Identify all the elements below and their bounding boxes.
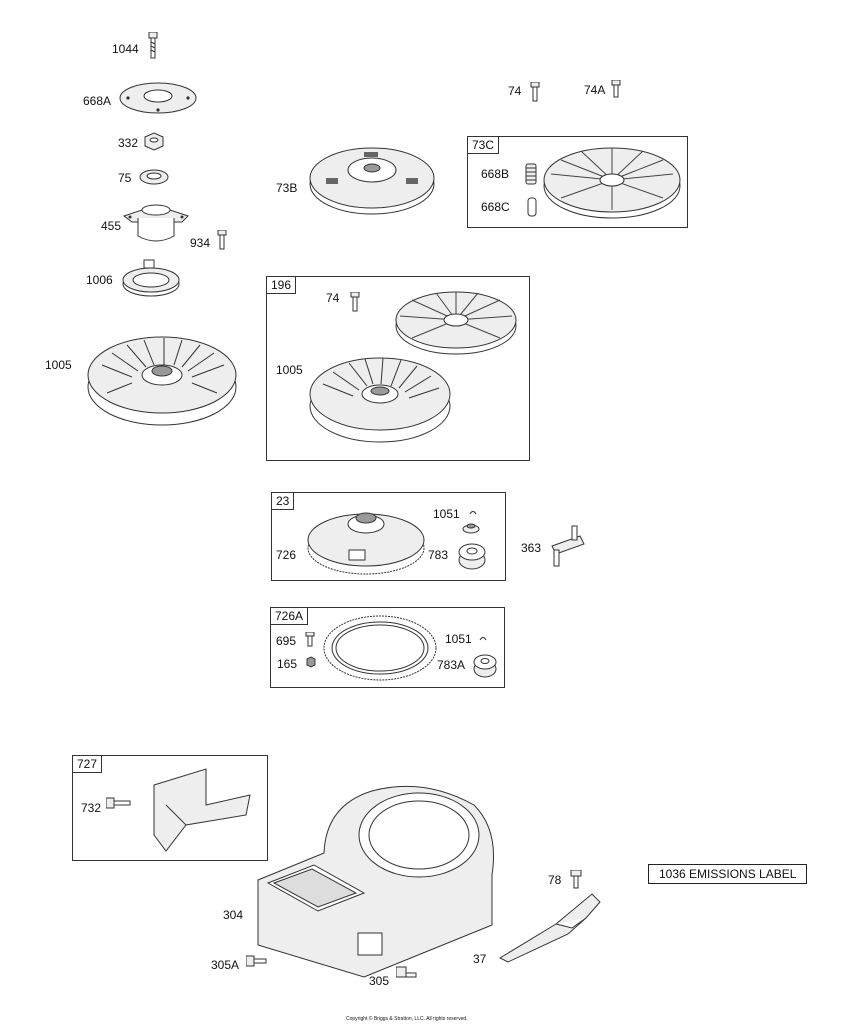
- bolt-1044-part[interactable]: [146, 32, 160, 60]
- label-1005-left[interactable]: 1005: [45, 358, 72, 372]
- screw-934-part[interactable]: [216, 230, 228, 250]
- box-23: 23: [271, 492, 506, 581]
- box-73C: 73C: [467, 136, 688, 228]
- ring-gear-726A-part[interactable]: [320, 612, 440, 684]
- box-727-tag: 727: [73, 756, 103, 773]
- screw-695-part[interactable]: [305, 632, 315, 648]
- gear-783-part[interactable]: [456, 540, 488, 572]
- screw-78-part[interactable]: [570, 870, 582, 890]
- screen-73B-part[interactable]: [306, 138, 438, 218]
- label-37[interactable]: 37: [473, 952, 487, 966]
- label-1006[interactable]: 1006: [86, 273, 113, 287]
- label-75[interactable]: 75: [118, 171, 132, 185]
- label-73B[interactable]: 73B: [276, 181, 298, 195]
- label-783A[interactable]: 783A: [437, 658, 466, 672]
- screw-74-box196-part[interactable]: [349, 292, 361, 312]
- bracket-363-part[interactable]: [548, 524, 588, 568]
- label-455[interactable]: 455: [101, 219, 122, 233]
- pin-668C-part[interactable]: [526, 196, 538, 218]
- key-1051b-part[interactable]: [478, 634, 488, 644]
- screen-73C-part[interactable]: [541, 142, 683, 222]
- flywheel-fan-1005-part[interactable]: [82, 325, 242, 435]
- label-74-top[interactable]: 74: [508, 84, 522, 98]
- label-332[interactable]: 332: [118, 136, 139, 150]
- label-74-box196[interactable]: 74: [326, 291, 340, 305]
- label-668B[interactable]: 668B: [481, 167, 510, 181]
- spring-668B-part[interactable]: [524, 162, 538, 186]
- bolt-305-part[interactable]: [396, 965, 418, 985]
- label-1005-box196[interactable]: 1005: [276, 363, 303, 377]
- label-1044[interactable]: 1044: [112, 42, 139, 56]
- nut-332-part[interactable]: [142, 132, 166, 152]
- label-304[interactable]: 304: [223, 908, 244, 922]
- bolt-732-part[interactable]: [106, 795, 132, 811]
- screw-74-part[interactable]: [529, 82, 541, 102]
- washer-75-part[interactable]: [138, 168, 170, 186]
- baffle-727-part[interactable]: [146, 765, 258, 855]
- label-78[interactable]: 78: [548, 873, 562, 887]
- label-726[interactable]: 726: [276, 548, 297, 562]
- box-23-tag: 23: [272, 493, 295, 510]
- label-305[interactable]: 305: [369, 974, 390, 988]
- washer-668A-part[interactable]: [118, 80, 198, 116]
- bolt-305A-part[interactable]: [246, 954, 268, 970]
- box-73C-tag: 73C: [468, 137, 500, 154]
- label-668C[interactable]: 668C: [481, 200, 510, 214]
- emissions-label-1036[interactable]: 1036 EMISSIONS LABEL: [648, 864, 808, 884]
- label-1051-box23[interactable]: 1051: [433, 507, 460, 521]
- blower-housing-304-part[interactable]: [254, 775, 504, 985]
- box-726A: 726A: [270, 607, 505, 688]
- screen-196-part[interactable]: [392, 286, 520, 358]
- copyright-text: Copyright © Briggs & Stratton, LLC. All …: [346, 1016, 468, 1022]
- label-934[interactable]: 934: [190, 236, 211, 250]
- label-165[interactable]: 165: [277, 657, 298, 671]
- nut-1051-part[interactable]: [461, 519, 481, 535]
- label-695[interactable]: 695: [276, 634, 297, 648]
- label-783[interactable]: 783: [428, 548, 449, 562]
- label-732[interactable]: 732: [81, 801, 102, 815]
- box-726A-tag: 726A: [271, 608, 309, 625]
- box-196-tag: 196: [267, 277, 297, 294]
- box-727: 727: [72, 755, 268, 861]
- clutch-455-part[interactable]: [120, 198, 192, 246]
- label-363[interactable]: 363: [521, 541, 542, 555]
- flywheel-726-part[interactable]: [305, 498, 427, 578]
- gear-783A-part[interactable]: [471, 650, 499, 680]
- label-305A[interactable]: 305A: [211, 958, 240, 972]
- nut-165-part[interactable]: [305, 656, 317, 668]
- flywheel-fan-196-part[interactable]: [305, 346, 455, 450]
- screen-1006-part[interactable]: [120, 258, 182, 300]
- box-196: 196: [266, 276, 530, 461]
- label-668A[interactable]: 668A: [83, 94, 112, 108]
- label-74A[interactable]: 74A: [584, 83, 606, 97]
- guard-37-part[interactable]: [496, 888, 606, 964]
- label-1051-box726A[interactable]: 1051: [445, 632, 472, 646]
- key-1051-part[interactable]: [468, 508, 478, 518]
- screw-74A-part[interactable]: [610, 80, 622, 98]
